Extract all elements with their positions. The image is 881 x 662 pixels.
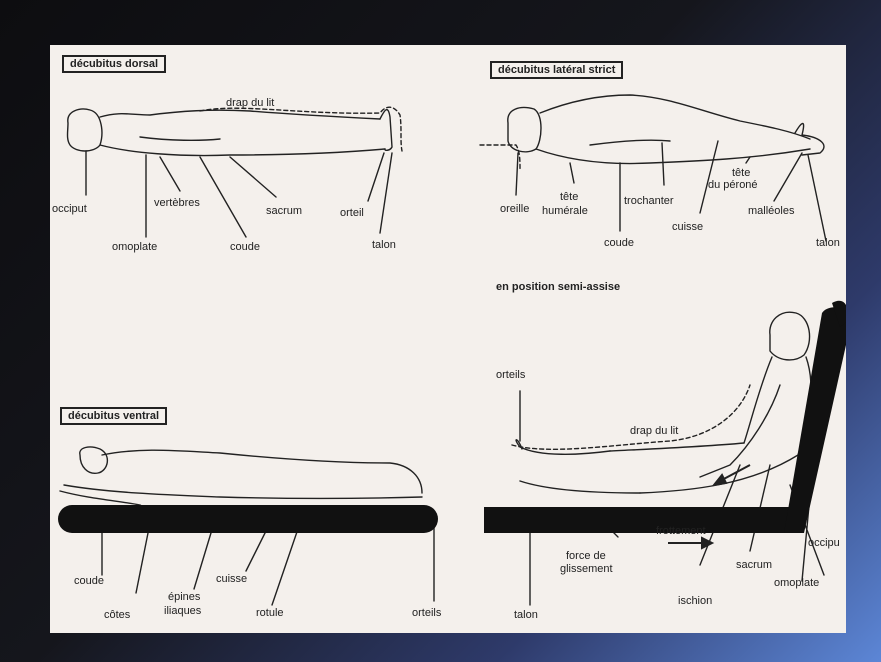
label-malleoles: malléoles bbox=[748, 205, 794, 217]
label-talon-semi: talon bbox=[514, 609, 538, 621]
beds bbox=[58, 301, 846, 533]
label-coude-ventral: coude bbox=[74, 575, 104, 587]
label-drap-dorsal: drap du lit bbox=[226, 97, 274, 109]
title-semi: en position semi-assise bbox=[496, 281, 620, 293]
title-ventral: décubitus ventral bbox=[60, 407, 167, 425]
label-epines-2: iliaques bbox=[164, 605, 201, 617]
semi-figure bbox=[512, 312, 824, 605]
label-frottement: frottement bbox=[656, 525, 706, 537]
illustration-svg bbox=[50, 45, 846, 633]
label-tete-humerale-1: tête bbox=[560, 191, 578, 203]
label-oreille: oreille bbox=[500, 203, 529, 215]
label-cotes: côtes bbox=[104, 609, 130, 621]
label-omoplate-dorsal: omoplate bbox=[112, 241, 157, 253]
label-orteils-ventral: orteils bbox=[412, 607, 441, 619]
label-cuisse-ventral: cuisse bbox=[216, 573, 247, 585]
label-tete-humerale-2: humérale bbox=[542, 205, 588, 217]
label-cuisse-lateral: cuisse bbox=[672, 221, 703, 233]
label-sacrum-dorsal: sacrum bbox=[266, 205, 302, 217]
label-talon-dorsal: talon bbox=[372, 239, 396, 251]
semi-backrest bbox=[784, 307, 846, 533]
label-tete-perone-2: du péroné bbox=[708, 179, 758, 191]
label-trochanter: trochanter bbox=[624, 195, 674, 207]
label-drap-semi: drap du lit bbox=[630, 425, 678, 437]
label-ischion: ischion bbox=[678, 595, 712, 607]
label-force-1: force de bbox=[566, 550, 606, 562]
label-omoplate-semi: omoplate bbox=[774, 577, 819, 589]
label-orteil: orteil bbox=[340, 207, 364, 219]
semi-bed-base bbox=[484, 507, 790, 533]
label-tete-perone-1: tête bbox=[732, 167, 750, 179]
ventral-mattress bbox=[58, 505, 438, 533]
label-occiput-semi: occipu bbox=[808, 537, 840, 549]
title-lateral: décubitus latéral strict bbox=[490, 61, 623, 79]
label-force-2: glissement bbox=[560, 563, 613, 575]
lateral-figure bbox=[480, 95, 826, 241]
label-vertebres: vertèbres bbox=[154, 197, 200, 209]
label-rotule: rotule bbox=[256, 607, 284, 619]
label-coude-dorsal: coude bbox=[230, 241, 260, 253]
label-orteils-semi: orteils bbox=[496, 369, 525, 381]
diagram-paper: décubitus dorsal décubitus latéral stric… bbox=[50, 45, 846, 633]
label-epines-1: épines bbox=[168, 591, 200, 603]
label-sacrum-semi: sacrum bbox=[736, 559, 772, 571]
title-dorsal: décubitus dorsal bbox=[62, 55, 166, 73]
label-talon-lateral: talon bbox=[816, 237, 840, 249]
label-coude-lateral: coude bbox=[604, 237, 634, 249]
label-occiput: occiput bbox=[52, 203, 87, 215]
